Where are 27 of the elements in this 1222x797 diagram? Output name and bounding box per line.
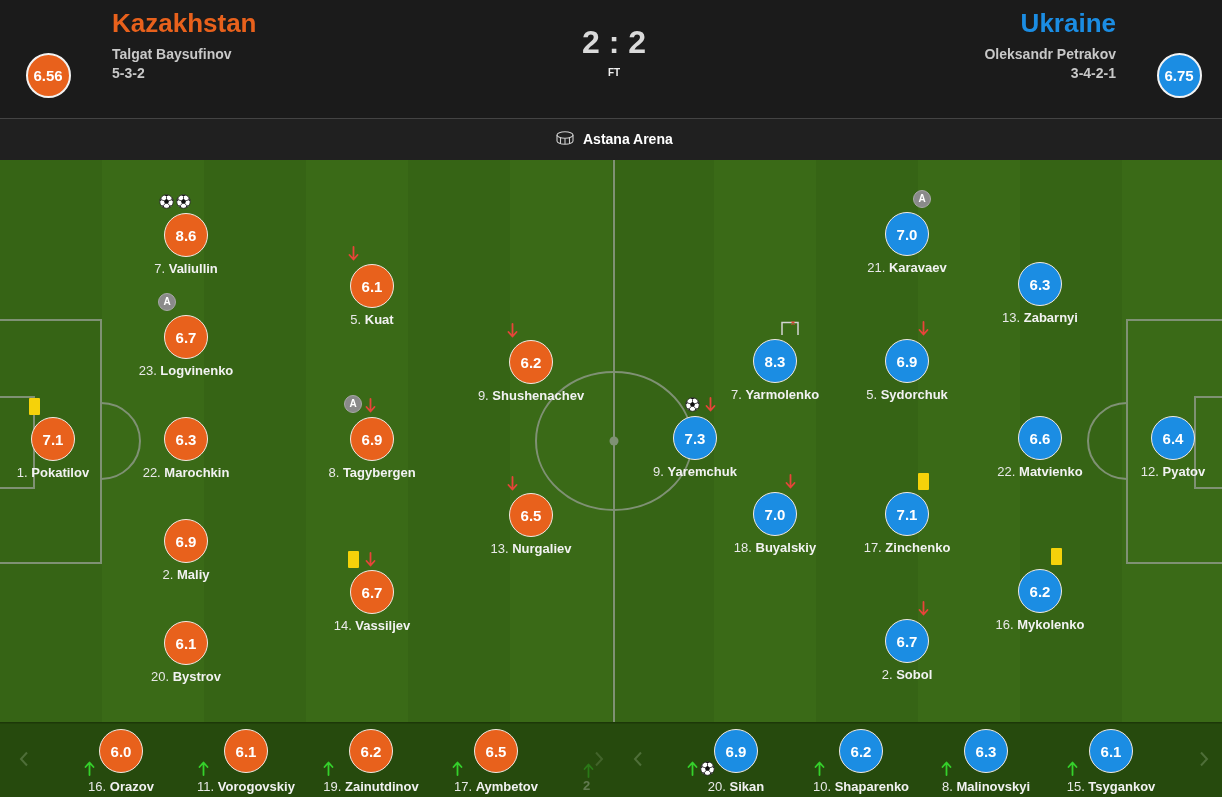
formation: 3-4-2-1 (1070, 65, 1116, 82)
player-name: 8. Malinovskyi (941, 779, 1031, 795)
player-name: 13. Zabarnyi (1002, 310, 1078, 326)
player-name: 20. Sikan (707, 779, 765, 795)
player-name: 2. Maliy (162, 567, 210, 583)
coach-name: Oleksandr Petrakov (984, 46, 1116, 63)
player-name: 10. Shaparenko (812, 779, 910, 795)
player-name: 1. Pokatilov (16, 465, 90, 481)
team-name: Kazakhstan (112, 9, 257, 39)
player-name: 12. Pyatov (1140, 464, 1206, 480)
player-name: 7. Valiullin (154, 261, 218, 277)
player-name: 11. Vorogovskiy (197, 779, 295, 795)
shirt-number: 2 (583, 779, 591, 794)
player-name: 19. Zainutdinov (323, 779, 419, 795)
player-name: 17. Aymbetov (453, 779, 539, 795)
formation: 5-3-2 (112, 65, 145, 82)
player-name: 16. Orazov (88, 779, 154, 795)
coach-name: Talgat Baysufinov (112, 46, 232, 63)
player-name: 22. Matvienko (997, 464, 1083, 480)
player-name: 22. Marochkin (142, 465, 230, 481)
team-name: Ukraine (1020, 9, 1116, 39)
venue-name: Astana Arena (583, 131, 673, 148)
player-name: 16. Mykolenko (995, 617, 1085, 633)
match-status: FT (607, 67, 621, 79)
score: 2 : 2 (582, 24, 646, 61)
player-name: 20. Bystrov (150, 669, 222, 685)
player-name: 15. Tsygankov (1066, 779, 1156, 795)
